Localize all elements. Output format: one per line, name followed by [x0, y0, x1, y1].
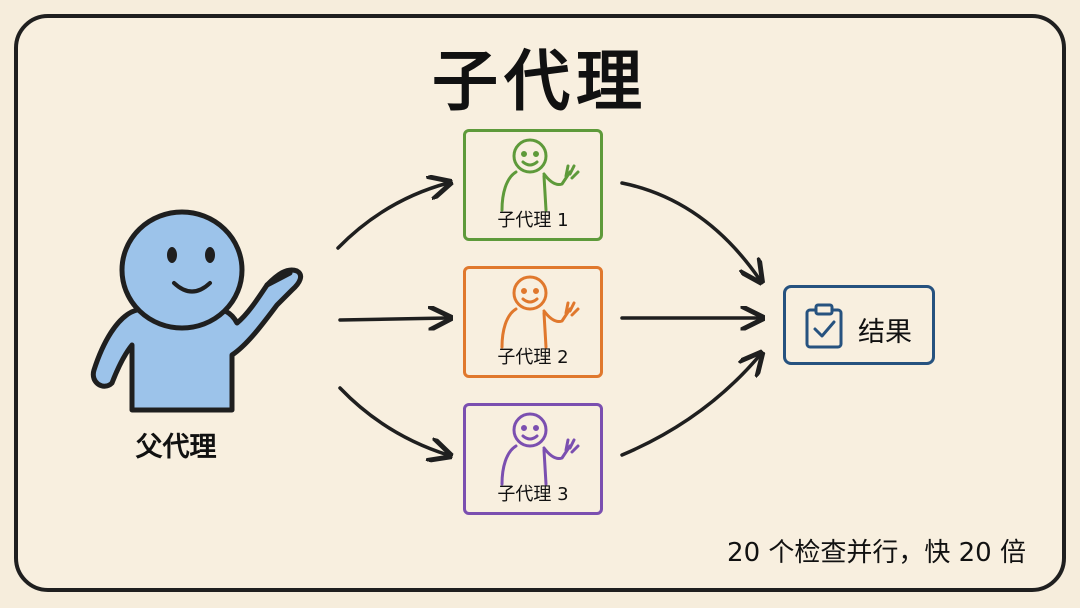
arrow-parent-to-sub1: [336, 183, 448, 250]
arrow-parent-to-sub3: [338, 386, 448, 455]
diagram-title: 子代理: [432, 43, 648, 120]
arrow-sub1-to-result: [620, 181, 760, 280]
subagent-box-3: 子代理 3: [463, 403, 603, 515]
subagent-label-1: 子代理 1: [497, 210, 569, 231]
waving-person-icon: [500, 138, 580, 212]
waving-person-icon: [500, 275, 580, 349]
subagent-label-2: 子代理 2: [497, 347, 569, 368]
parent-agent-figure-icon: [90, 209, 304, 413]
parent-agent-label: 父代理: [135, 432, 217, 463]
result-box: 结果: [783, 285, 935, 365]
subagent-label-3: 子代理 3: [497, 484, 569, 505]
result-label: 结果: [858, 317, 912, 348]
subagent-box-1: 子代理 1: [463, 129, 603, 241]
footer-caption: 20 个检查并行，快 20 倍: [727, 538, 1026, 568]
subagent-box-2: 子代理 2: [463, 266, 603, 378]
arrow-sub3-to-result: [620, 355, 760, 457]
arrow-parent-to-sub2: [338, 318, 448, 320]
waving-person-icon: [500, 412, 580, 486]
clipboard-check-icon: [805, 303, 843, 349]
